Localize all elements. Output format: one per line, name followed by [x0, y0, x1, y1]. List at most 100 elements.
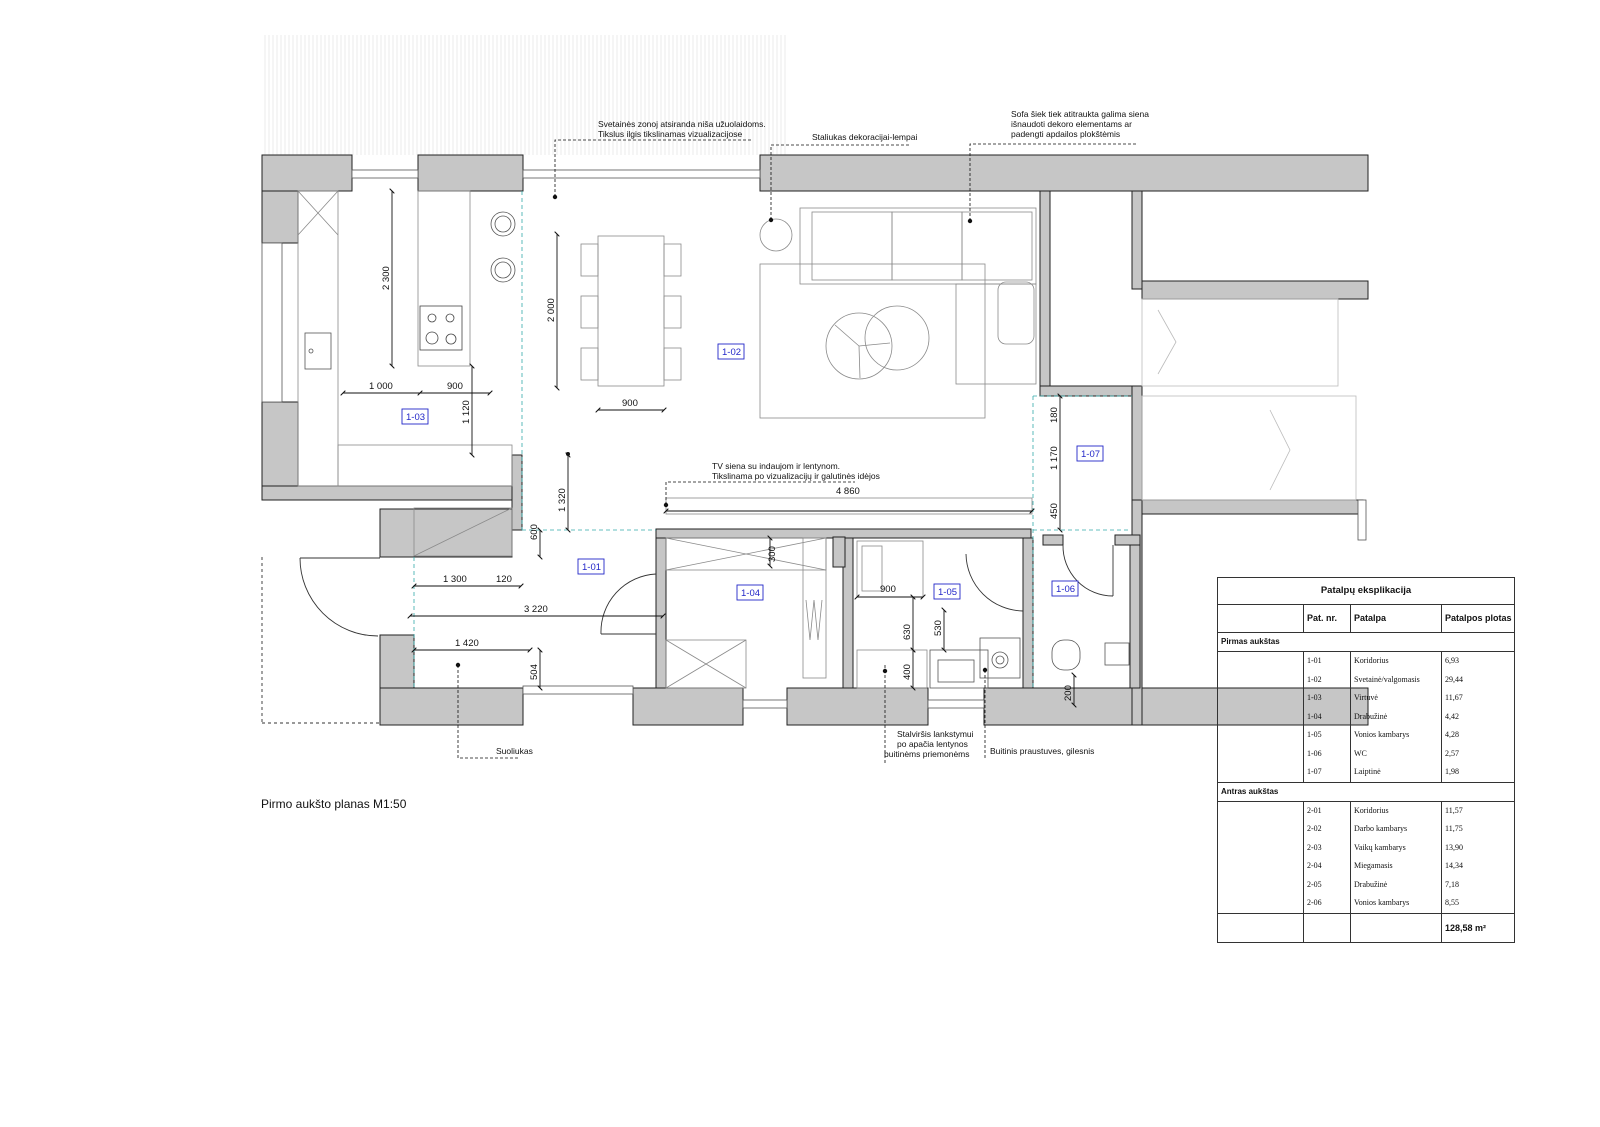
total-area: 128,58 m² [1445, 922, 1487, 933]
cell-area: 13,90 [1445, 842, 1463, 852]
cell-name: Koridorius [1351, 652, 1442, 671]
cell-no: 1-03 [1304, 689, 1351, 708]
cell-area: 4,42 [1445, 711, 1459, 721]
windows [261, 169, 1367, 709]
cell-area: 29,44 [1445, 674, 1463, 684]
room-tag-1-01: 1-01 [582, 562, 601, 573]
note-tv-line2: Tikslinama po vizualizacijų ir galutinės… [712, 471, 880, 481]
header-area: Patalpos plotas [1445, 613, 1512, 623]
cell-no: 2-01 [1304, 801, 1351, 820]
room-schedule-table: Patalpų eksplikacija Pat. nr. Patalpa Pa… [1217, 577, 1515, 943]
cell-no: 2-06 [1304, 894, 1351, 913]
cell-area: 11,75 [1445, 824, 1463, 833]
cell-no: 2-04 [1304, 857, 1351, 876]
cell-name: Svetainė/valgomasis [1351, 670, 1442, 689]
cell-name: Virtuvė [1351, 689, 1442, 708]
cell-area: 11,57 [1445, 805, 1463, 815]
cell-no: 1-05 [1304, 726, 1351, 745]
room-tags: 1-01 1-02 1-03 1-04 1-05 1-06 1-07 [401, 343, 1104, 601]
dim-600: 600 [529, 524, 540, 540]
cell-name: WC [1351, 744, 1442, 763]
cell-no: 1-07 [1304, 763, 1351, 782]
header-room-no: Pat. nr. [1304, 605, 1351, 632]
cell-name: Laiptinė [1351, 763, 1442, 782]
dim-1320: 1 320 [557, 488, 568, 512]
room-tag-1-03: 1-03 [406, 412, 425, 423]
cell-no: 2-02 [1304, 820, 1351, 839]
table-total-row: 128,58 m² [1218, 913, 1514, 942]
dim-900-bath: 900 [880, 584, 896, 595]
leader-dots [455, 194, 988, 674]
dim-1170: 1 170 [1049, 446, 1060, 470]
terrace-hatch [262, 35, 788, 155]
furniture [297, 190, 1357, 689]
table-header-row: Pat. nr. Patalpa Patalpos plotas [1218, 605, 1514, 633]
room-tag-1-02: 1-02 [722, 347, 741, 358]
note-counter-line2: po apačia lentynos [897, 739, 968, 749]
cell-no: 1-02 [1304, 670, 1351, 689]
cell-area: 4,28 [1445, 730, 1459, 739]
note-sofa-line2: išnaudoti dekoro elementams ar [1011, 119, 1132, 129]
note-niche-line2: Tikslus ilgis tikslinamas vizualizacijos… [598, 129, 742, 139]
cell-no: 1-04 [1304, 707, 1351, 726]
cell-no: 1-01 [1304, 652, 1351, 671]
dim-200: 200 [1063, 685, 1074, 701]
dim-630: 630 [902, 624, 913, 640]
header-room-name: Patalpa [1351, 605, 1442, 632]
dim-504: 504 [529, 664, 540, 680]
leader-lines [457, 139, 1137, 765]
cell-name: Koridorius [1351, 801, 1442, 820]
plan-caption: Pirmo aukšto planas M1:50 [261, 797, 407, 811]
cell-name: Darbo kambarys [1351, 820, 1442, 839]
dim-1300: 1 300 [443, 574, 467, 585]
note-sofa-line1: Sofa šiek tiek atitraukta galima siena [1011, 109, 1149, 119]
note-niche-line1: Svetainės zonoj atsiranda niša užuolaido… [598, 119, 766, 129]
section-floor1: Pirmas aukštas [1218, 633, 1514, 652]
cell-name: Miegamasis [1351, 857, 1442, 876]
header-spacer [1218, 605, 1304, 632]
cell-area: 11,67 [1445, 693, 1463, 702]
section-floor2: Antras aukštas [1218, 783, 1514, 802]
cell-name: Vaikų kambarys [1351, 838, 1442, 857]
doors [261, 544, 1114, 724]
note-sofa-line3: padengti apdailos plokštėmis [1011, 129, 1120, 139]
cell-area: 7,18 [1445, 879, 1459, 889]
dim-1120: 1 120 [461, 400, 472, 424]
room-tag-1-04: 1-04 [741, 588, 760, 599]
note-side-table: Staliukas dekoracijai-lempai [812, 132, 917, 142]
room-tag-1-06: 1-06 [1056, 584, 1075, 595]
dim-2000: 2 000 [546, 298, 557, 322]
walls [261, 154, 1369, 726]
dim-3220: 3 220 [524, 604, 548, 615]
cell-name: Vonios kambarys [1351, 894, 1442, 913]
note-tv-line1: TV siena su indaujom ir lentynom. [712, 461, 840, 471]
room-tag-1-07: 1-07 [1081, 449, 1100, 460]
note-counter-line1: Stalviršis lankstymui [897, 729, 974, 739]
table-title: Patalpų eksplikacija [1218, 578, 1514, 605]
cell-area: 2,57 [1445, 748, 1459, 758]
cell-name: Drabužinė [1351, 707, 1442, 726]
dim-530: 530 [933, 620, 944, 636]
room-boundaries [413, 191, 1132, 688]
cell-name: Vonios kambarys [1351, 726, 1442, 745]
dim-300: 300 [767, 546, 778, 562]
dim-180: 180 [1049, 407, 1060, 423]
cell-name: Drabužinė [1351, 875, 1442, 894]
dim-120: 120 [496, 574, 512, 585]
dim-4860: 4 860 [836, 486, 860, 497]
